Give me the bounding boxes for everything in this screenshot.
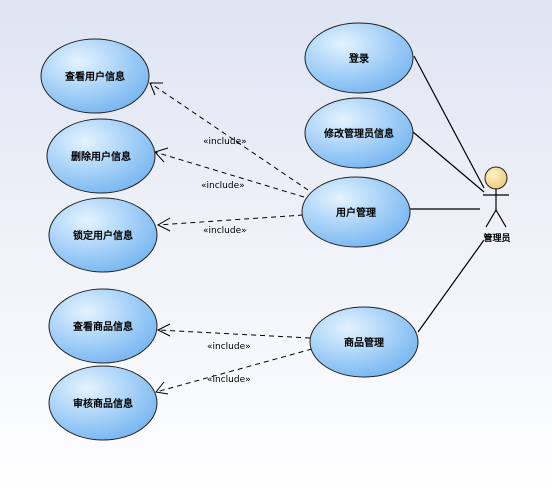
- assoc-goods-mgmt: [417, 239, 485, 333]
- usecase-label: 删除用户信息: [71, 150, 131, 163]
- include-arrow-view-user: [149, 82, 163, 96]
- include-label-1: «include»: [203, 137, 247, 147]
- actor-label: 管理员: [483, 232, 510, 244]
- usecase-label: 登录: [348, 52, 369, 65]
- include-arrow-audit-goods: [155, 381, 169, 395]
- include-edge-lock-user: [157, 214, 304, 226]
- usecase-delete-user[interactable]: 删除用户信息: [46, 118, 156, 194]
- usecase-label: 用户管理: [335, 206, 376, 219]
- usecase-label: 锁定用户信息: [73, 229, 133, 242]
- include-label-4: «include»: [207, 342, 251, 352]
- include-arrow-lock-user: [156, 217, 171, 232]
- actor-admin[interactable]: 管理员: [483, 166, 511, 244]
- usecase-label: 查看用户信息: [64, 70, 125, 83]
- usecase-user-mgmt[interactable]: 用户管理: [301, 176, 411, 248]
- include-label-5: «include»: [207, 375, 251, 385]
- usecase-goods-mgmt[interactable]: 商品管理: [309, 306, 419, 378]
- include-edge-delete-user: [154, 151, 305, 198]
- usecase-view-goods[interactable]: 查看商品信息: [48, 288, 158, 364]
- include-edge-audit-goods: [155, 348, 313, 393]
- usecase-label: 查看商品信息: [72, 320, 133, 333]
- usecase-audit-goods[interactable]: 审核商品信息: [48, 365, 158, 441]
- include-label-2: «include»: [201, 181, 245, 191]
- include-edge-view-goods: [157, 329, 311, 339]
- include-arrow-view-goods: [156, 323, 171, 337]
- assoc-login: [413, 55, 485, 189]
- usecase-label: 商品管理: [344, 336, 384, 349]
- include-label-3: «include»: [203, 226, 247, 236]
- actor-head-icon: [484, 166, 508, 190]
- usecase-lock-user[interactable]: 锁定用户信息: [48, 197, 158, 273]
- usecase-edit-admin[interactable]: 修改管理员信息: [304, 97, 414, 169]
- usecase-login[interactable]: 登录: [304, 22, 414, 94]
- actor-body-icon: [483, 189, 509, 228]
- usecase-label: 审核商品信息: [73, 397, 133, 410]
- usecase-label: 修改管理员信息: [323, 127, 394, 140]
- include-edge-view-user: [149, 82, 309, 191]
- usecase-view-user[interactable]: 查看用户信息: [40, 38, 150, 114]
- assoc-edit-admin: [412, 131, 485, 193]
